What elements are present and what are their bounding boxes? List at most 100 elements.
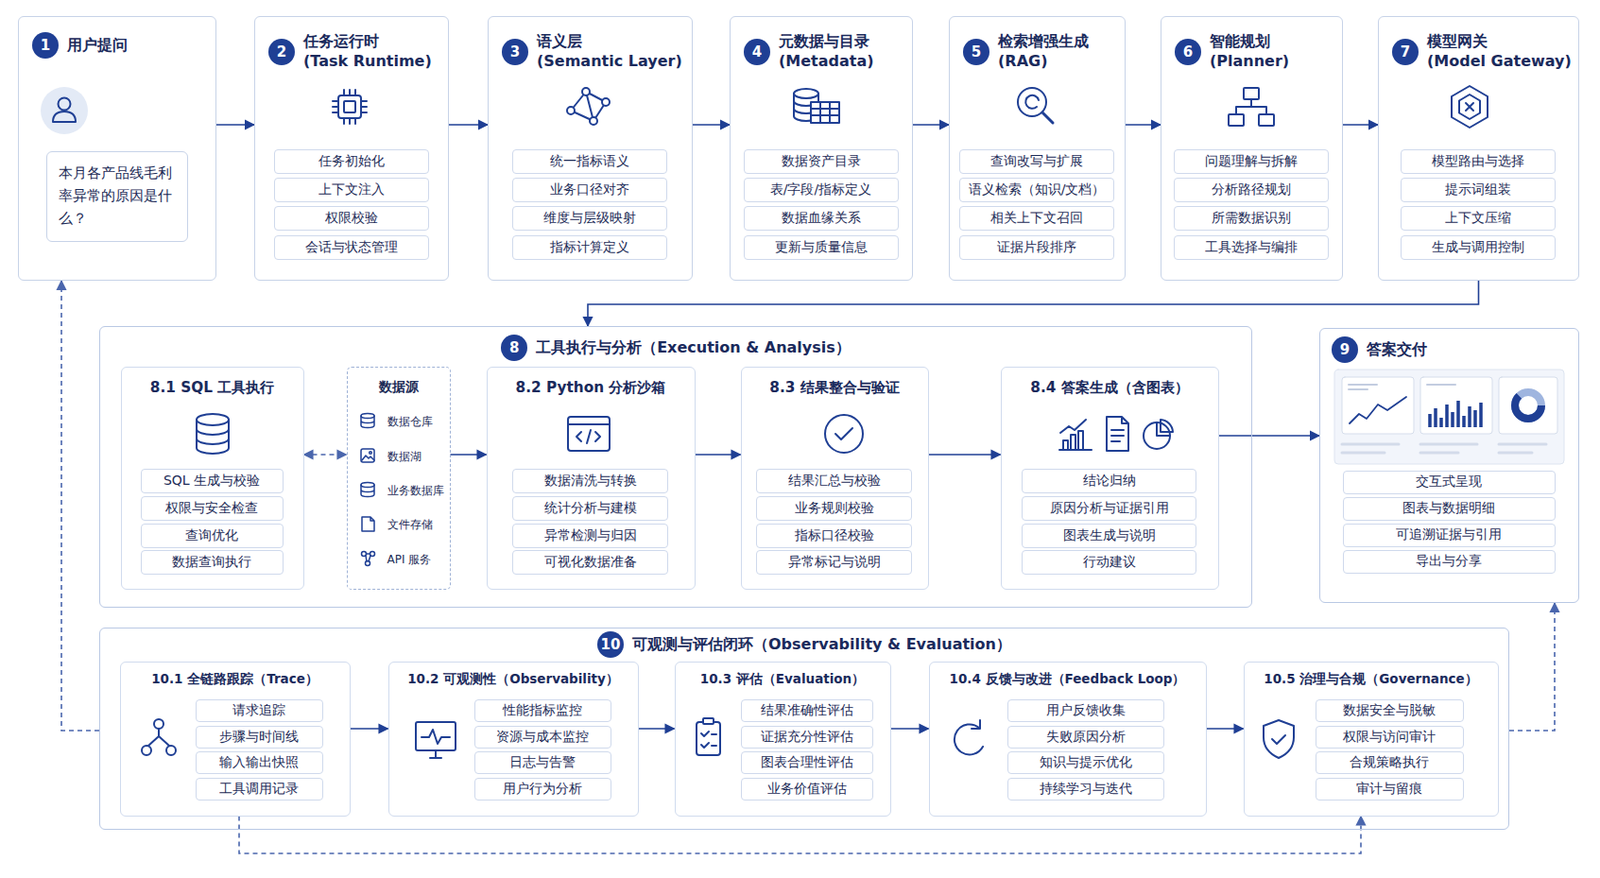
item-pill: 上下文注入 (274, 177, 430, 203)
item-label: 权限与访问审计 (1342, 728, 1436, 746)
item-pill: 可追溯证据与引用 (1342, 523, 1556, 548)
sub-stage-box: 8.1 SQL 工具执行SQL 生成与校验权限与安全检查查询优化数据查询执行 (120, 366, 305, 590)
item-pill: 知识与提示优化 (1007, 751, 1165, 775)
flow-arrow (587, 280, 1480, 327)
item-pill: 指标计算定义 (512, 235, 668, 260)
source-item: API 服务 (387, 551, 432, 568)
flow-arrow (929, 453, 1001, 456)
sub-stage-box: 8.3 结果整合与验证结果汇总与校验业务规则校验指标口径校验异常标记与说明 (740, 366, 930, 590)
stage-header: 6智能规划 (Planner) (1174, 32, 1290, 72)
item-label: 问题理解与拆解 (1204, 153, 1298, 171)
source-item: 数据仓库 (387, 413, 433, 430)
stage-title: 智能规划 (Planner) (1209, 32, 1290, 72)
flow-arrow (692, 123, 730, 126)
stage-panel: 8工具执行与分析（Execution & Analysis） 8.1 SQL 工具… (99, 326, 1253, 608)
dashed-connector (239, 816, 1361, 855)
item-pill: 所需数据识别 (1173, 206, 1329, 231)
item-pill: 输入输出快照 (195, 751, 324, 775)
item-label: 结果准确性评估 (760, 702, 854, 720)
item-label: 更新与质量信息 (774, 239, 868, 257)
item-label: 生成与调用控制 (1431, 239, 1525, 257)
item-label: 异常检测与归因 (544, 527, 637, 545)
dashed-connector (61, 280, 100, 731)
item-label: 分析路径规划 (1211, 181, 1291, 199)
stage-box: 4元数据与目录 (Metadata)数据资产目录表/字段/指标定义数据血缘关系更… (729, 16, 913, 281)
sub-stage-box: 8.2 Python 分析沙箱数据清洗与转换统计分析与建模异常检测与归因可视化数… (486, 366, 696, 590)
source-item: 文件存储 (387, 516, 433, 533)
item-pill: 统一指标语义 (512, 149, 668, 174)
sub-stage-title: 8.2 Python 分析沙箱 (487, 378, 695, 398)
item-pill: 问题理解与拆解 (1173, 149, 1329, 174)
item-pill: 可视化数据准备 (512, 550, 669, 575)
stage-title: 元数据与目录 (Metadata) (778, 32, 875, 72)
item-label: 失败原因分析 (1046, 728, 1126, 746)
item-label: 合规策略执行 (1349, 754, 1429, 772)
item-label: 资源与成本监控 (496, 728, 589, 746)
item-pill: 证据片段排序 (959, 235, 1115, 260)
item-label: 业务价值评估 (767, 780, 847, 798)
item-pill: 步骤与时间线 (195, 725, 324, 749)
callout-number: 9 (1331, 336, 1359, 363)
item-label: 会话与状态管理 (305, 239, 398, 257)
stage-header: 8工具执行与分析（Execution & Analysis） (100, 334, 1252, 362)
title-line: (Task Runtime) (303, 51, 432, 72)
stage-box: 7模型网关 (Model Gateway)模型路由与选择提示词组装上下文压缩生成… (1377, 16, 1580, 281)
flow-arrow (216, 123, 255, 126)
question-box: 本月各产品线毛利率异常的原因是什么？ (46, 151, 189, 242)
callout-number: 3 (501, 38, 529, 66)
item-pill: 结论归纳 (1021, 468, 1197, 494)
item-pill: 交互式呈现 (1342, 470, 1556, 495)
item-label: 任务初始化 (318, 153, 385, 171)
item-pill: 相关上下文召回 (959, 206, 1115, 231)
data-source-box: 数据源数据仓库数据湖业务数据库文件存储API 服务 (346, 366, 451, 590)
item-pill: 性能指标监控 (474, 699, 612, 723)
item-label: 表/字段/指标定义 (770, 181, 872, 199)
item-pill: 指标口径校验 (756, 523, 912, 549)
title-line: (Planner) (1209, 51, 1290, 72)
item-label: 模型路由与选择 (1431, 153, 1525, 171)
metadata-icon (793, 88, 840, 123)
stage-title: 任务运行时 (Task Runtime) (303, 32, 432, 72)
item-pill: 失败原因分析 (1007, 725, 1165, 749)
item-label: 结果汇总与校验 (788, 472, 881, 490)
sub-stage-title: 8.1 SQL 工具执行 (121, 378, 304, 398)
monitor-icon (415, 722, 456, 758)
item-label: 业务规则校验 (794, 499, 875, 517)
item-pill: 模型路由与选择 (1400, 149, 1556, 174)
item-pill: 查询改写与扩展 (959, 149, 1115, 174)
item-pill: 业务口径对齐 (512, 177, 668, 203)
item-label: 图表合理性评估 (760, 754, 854, 772)
item-pill: 会话与状态管理 (274, 235, 430, 260)
flow-arrow (1342, 123, 1378, 126)
sub-stage-box: 10.4 反馈与改进（Feedback Loop）用户反馈收集失败原因分析知识与… (929, 661, 1207, 817)
item-pill: 维度与层级映射 (512, 206, 668, 231)
sub-stage-box: 10.5 治理与合规（Governance）数据安全与脱敏权限与访问审计合规策略… (1243, 661, 1499, 817)
item-label: 请求追踪 (232, 702, 286, 720)
item-pill: 分析路径规划 (1173, 177, 1329, 203)
item-label: 统一指标语义 (550, 153, 630, 171)
callout-number: 10 (597, 631, 624, 658)
item-pill: 数据安全与脱敏 (1315, 699, 1464, 723)
flow-arrow (695, 453, 741, 456)
item-pill: 合规策略执行 (1315, 751, 1464, 775)
item-label: 数据安全与脱敏 (1342, 702, 1436, 720)
item-label: 用户反馈收集 (1046, 702, 1126, 720)
item-pill: 数据血缘关系 (743, 206, 899, 231)
flow-arrow (891, 727, 930, 730)
item-label: SQL 生成与校验 (163, 472, 260, 490)
dashed-connector (1509, 602, 1555, 731)
title-line: 模型网关 (1427, 32, 1488, 51)
stage-panel: 10可观测与评估闭环（Observability & Evaluation）10… (99, 627, 1510, 830)
item-label: 证据充分性评估 (760, 728, 854, 746)
item-pill: 业务价值评估 (740, 777, 874, 801)
flow-arrow (450, 453, 487, 456)
item-label: 数据资产目录 (781, 153, 861, 171)
callout-number: 5 (963, 38, 990, 66)
item-label: 性能指标监控 (502, 702, 583, 720)
item-pill: 表/字段/指标定义 (743, 177, 899, 203)
item-pill: 任务初始化 (274, 149, 430, 174)
item-label: 审计与留痕 (1356, 780, 1423, 798)
trace-icon (141, 719, 176, 756)
code-icon (567, 416, 610, 451)
